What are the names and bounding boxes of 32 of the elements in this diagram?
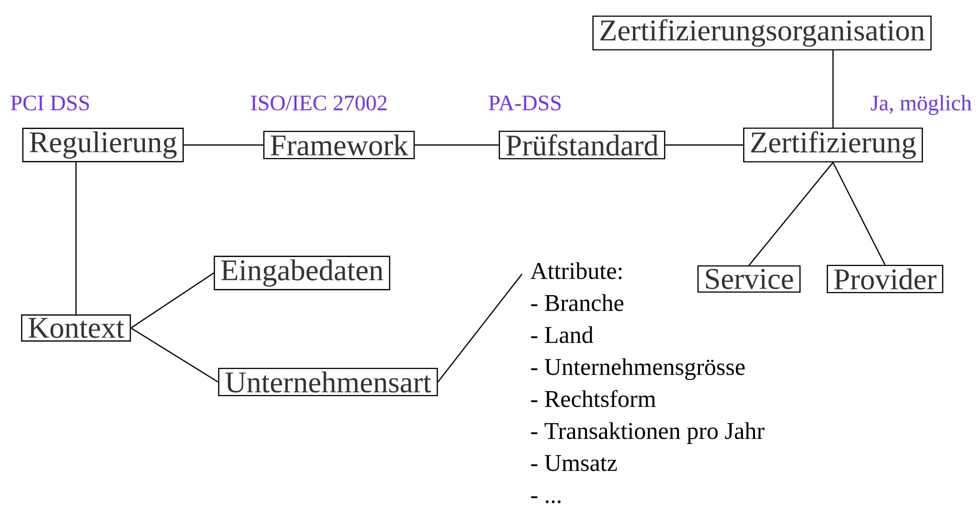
list-item: - Land: [531, 326, 594, 344]
connector-line: [130, 328, 218, 382]
list-item: - Transaktionen pro Jahr: [531, 422, 764, 444]
list-item: - Branche: [531, 294, 624, 312]
list-item: - Rechtsform: [531, 390, 656, 408]
process-box: Regulierung: [22, 128, 184, 162]
process-box: Eingabedaten: [214, 256, 390, 290]
list-item: - ...: [531, 496, 561, 504]
process-box: Provider: [826, 264, 944, 294]
connector-line: [748, 162, 834, 266]
process-box: Zertifizierung: [743, 128, 923, 162]
standard-label: Ja, möglich: [870, 95, 972, 115]
connector-line: [665, 144, 744, 146]
connector-line: [130, 272, 214, 328]
standard-label: PCI DSS: [10, 96, 89, 110]
connector-line: [414, 144, 499, 146]
connector-line: [75, 162, 77, 314]
list-item: - Umsatz: [531, 455, 617, 472]
process-box: Unternehmensart: [218, 368, 438, 396]
list-item: - Unternehmensgrösse: [531, 358, 745, 380]
connector-line: [184, 144, 264, 146]
process-box: Service: [697, 265, 801, 293]
standard-label: PA-DSS: [488, 96, 561, 110]
list-heading: Attribute:: [530, 262, 622, 280]
process-box: Framework: [263, 130, 415, 160]
connector-line: [437, 274, 522, 382]
process-box: Kontext: [21, 314, 131, 342]
process-box: Prüfstandard: [498, 130, 666, 160]
connector-line: [832, 50, 834, 128]
connector-line: [832, 162, 886, 266]
standard-label: ISO/IEC 27002: [251, 96, 386, 110]
process-box: Zertifizierungsorganisation: [592, 16, 932, 50]
